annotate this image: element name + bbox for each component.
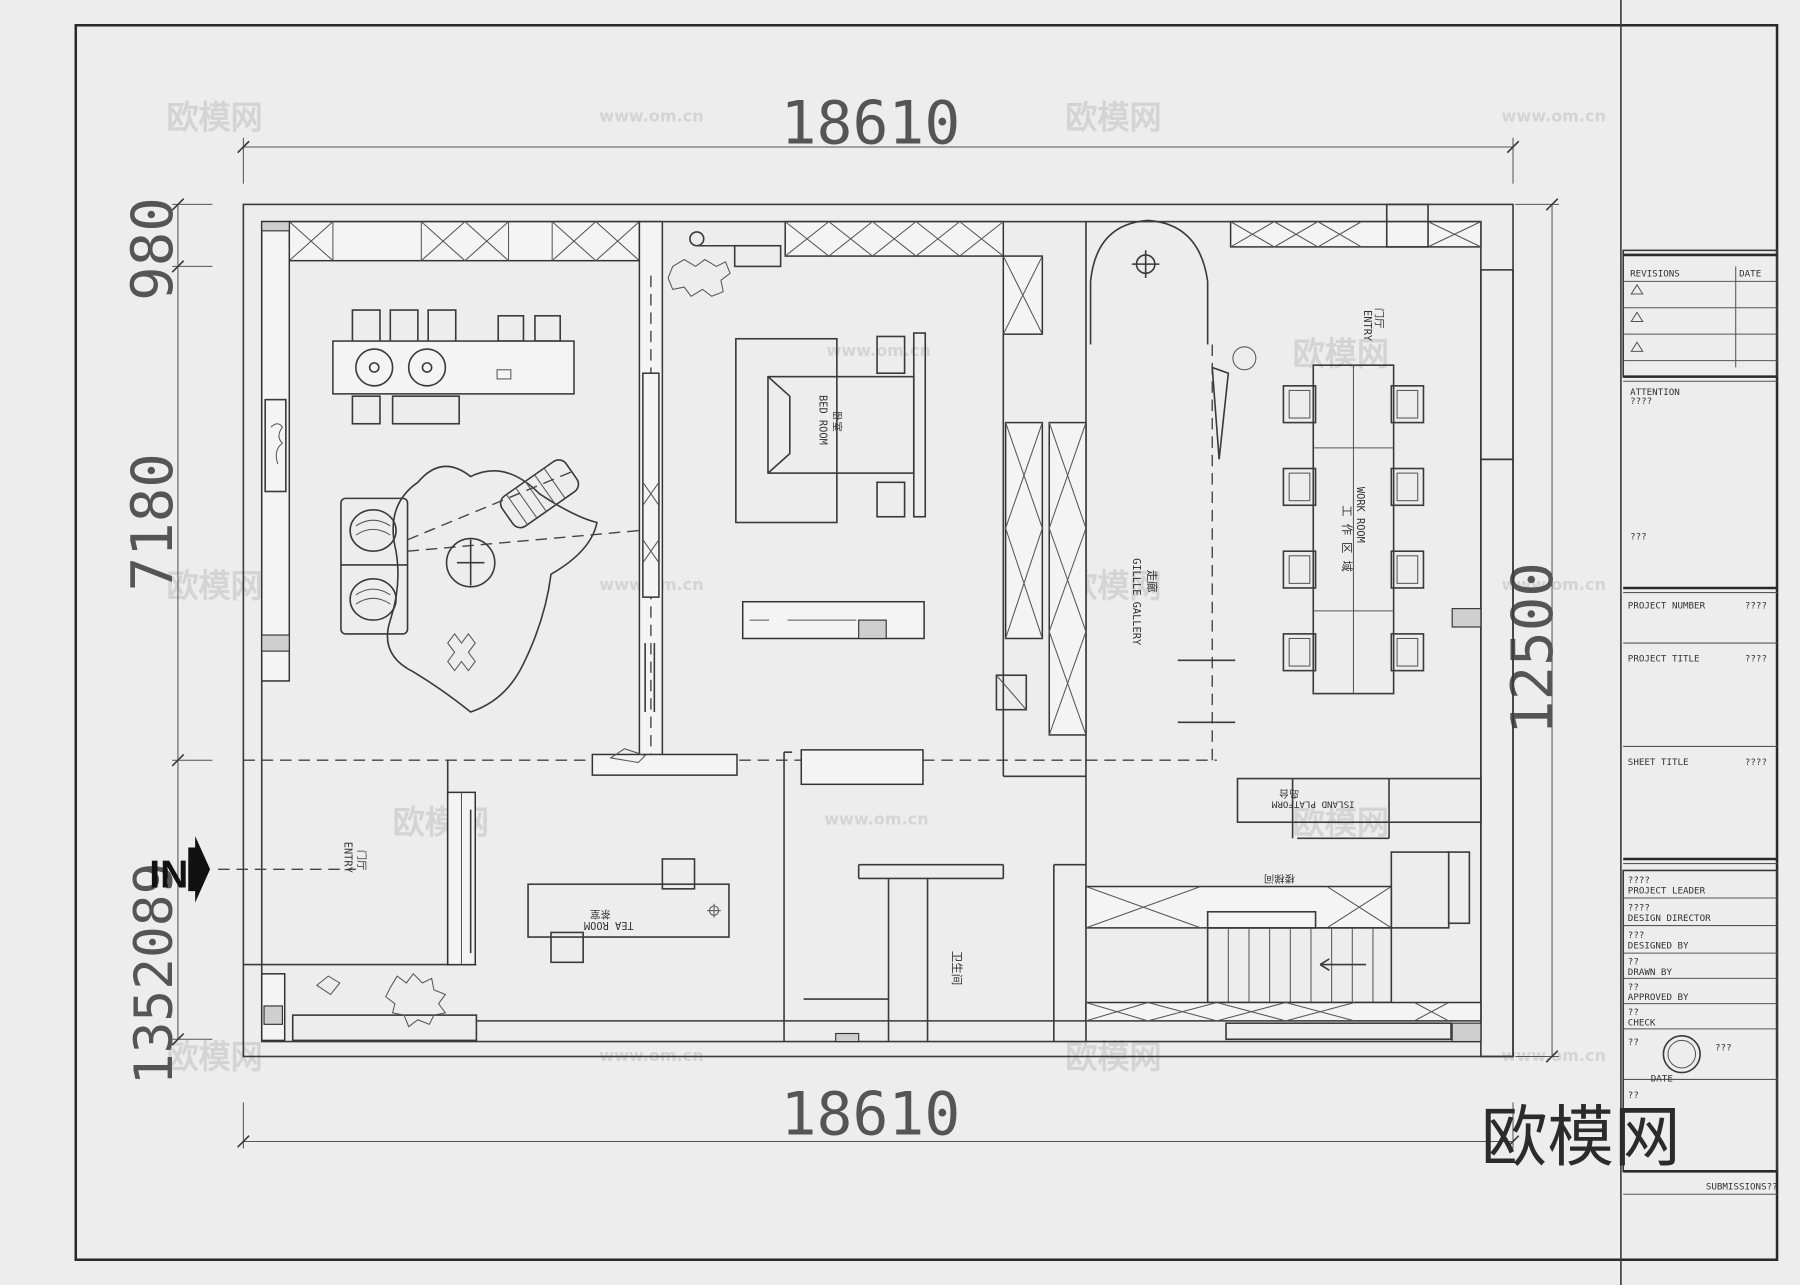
dimension-right: 12500	[1499, 562, 1566, 735]
tb-date: DATE	[1739, 269, 1761, 280]
tb-design-director: DESIGN DIRECTOR	[1628, 913, 1711, 924]
dimension-left-lower: 1352089	[124, 863, 185, 1086]
room-labels: 门厅 ENTRY 门厅 ENTRY 卧室 BED ROOM 走廊 GILLLE …	[341, 308, 1385, 985]
left-wall-band	[260, 220, 291, 682]
tb-designed-by: DESIGNED BY	[1628, 941, 1689, 952]
room-label-entry-en: ENTRY	[341, 842, 353, 874]
sheet-border	[74, 24, 1779, 1261]
watermark-brand: 欧模网	[1293, 335, 1389, 373]
tb-approved-by: APPROVED BY	[1628, 992, 1689, 1003]
tearoom-entry-group	[218, 791, 1086, 1042]
room-label-gallery-en: GILLLE GALLERY	[1130, 558, 1142, 646]
tb-attention-value: ????	[1630, 396, 1652, 407]
room-label-workroom-cn: 工作区域	[1340, 505, 1354, 578]
dimension-left-upper: 980	[119, 197, 186, 301]
watermark-logo-large: 欧模网	[1481, 1098, 1681, 1176]
tb-project-leader: PROJECT LEADER	[1628, 885, 1706, 896]
tb-drawn-by-value: ??	[1628, 957, 1639, 968]
windows-top	[288, 203, 1482, 262]
room-label-entry2-cn: 门厅	[1372, 308, 1385, 329]
tb-attention: ATTENTION	[1630, 387, 1680, 398]
bedroom-group	[667, 231, 927, 640]
tb-attention-note: ???	[1630, 532, 1647, 543]
watermark-brand: 欧模网	[1065, 99, 1161, 137]
dimension-top: 18610	[781, 90, 961, 159]
tb-drawn-by: DRAWN BY	[1628, 967, 1673, 978]
title-block-text: REVISIONS DATE ATTENTION ???? ??? PROJEC…	[1628, 269, 1778, 1193]
room-label-bedroom-en: BED ROOM	[817, 395, 829, 445]
tb-design-director-value: ????	[1628, 903, 1650, 914]
lounge-group	[340, 459, 656, 764]
dimension-left-middle: 7180	[119, 453, 186, 591]
room-label-tearoom-en: TEA ROOM	[584, 919, 634, 931]
tb-project-number: PROJECT NUMBER	[1628, 601, 1706, 612]
dimension-lines	[171, 137, 1559, 1149]
dimension-bottom: 18610	[781, 1081, 961, 1150]
watermark-url: www.om.cn	[1502, 575, 1606, 594]
room-label-island-en: ISLAND PLATFORM	[1271, 799, 1354, 810]
watermark-url: www.om.cn	[599, 107, 703, 126]
tb-check-value: ??	[1628, 1007, 1639, 1018]
watermark-url: www.om.cn	[1502, 107, 1606, 126]
island-stairs-group	[1085, 777, 1482, 1043]
room-label-stairs: 楼梯间	[1264, 872, 1295, 885]
room-label-bedroom-cn: 卧室	[830, 411, 843, 432]
tb-project-leader-value: ????	[1628, 875, 1650, 886]
tb-submissions: SUBMISSIONS??	[1706, 1182, 1778, 1193]
tb-designed-by-value: ???	[1628, 930, 1645, 941]
tb-sheet-title-value: ????	[1745, 757, 1767, 768]
room-label-island-cn: 岛台	[1279, 787, 1300, 800]
tb-project-number-value: ????	[1745, 601, 1767, 612]
tb-date-value: ??	[1628, 1090, 1639, 1101]
room-label-tearoom-cn: 茶室	[590, 908, 611, 921]
tb-project-title: PROJECT TITLE	[1628, 653, 1700, 664]
entry-marker-label: IN	[149, 854, 188, 897]
watermark-brand: 欧模网	[166, 99, 262, 137]
watermark-url: www.om.cn	[599, 1046, 703, 1065]
room-label-bathroom: 卫生间	[950, 951, 964, 985]
dining-table-group	[332, 309, 575, 425]
tb-date-label: DATE	[1651, 1074, 1673, 1085]
room-label-entry-cn: 门厅	[355, 850, 368, 871]
bathroom-group	[803, 863, 1005, 1043]
title-block	[1622, 249, 1778, 1195]
tb-revisions: REVISIONS	[1630, 269, 1680, 280]
tb-project-title-value: ????	[1745, 653, 1767, 664]
gallery-arch	[1089, 219, 1257, 724]
tb-approved-by-value: ??	[1628, 982, 1639, 993]
tb-check: CHECK	[1628, 1017, 1656, 1028]
watermark-brand: 欧模网	[166, 567, 262, 605]
room-label-workroom-en: WORK ROOM	[1354, 487, 1366, 543]
room-label-gallery-cn: 走廊	[1145, 570, 1159, 593]
entry-arrow-icon	[188, 835, 211, 903]
watermark-url: www.om.cn	[827, 341, 931, 360]
watermark-url: www.om.cn	[824, 810, 928, 829]
tb-sheet-title: SHEET TITLE	[1628, 757, 1689, 768]
tb-ref-value-small: ??	[1628, 1037, 1639, 1048]
tb-ref-value: ???	[1715, 1043, 1732, 1054]
workroom-group	[1282, 269, 1514, 1058]
room-label-entry2-en: ENTRY	[1361, 310, 1373, 342]
corridor-shelves	[995, 421, 1087, 736]
